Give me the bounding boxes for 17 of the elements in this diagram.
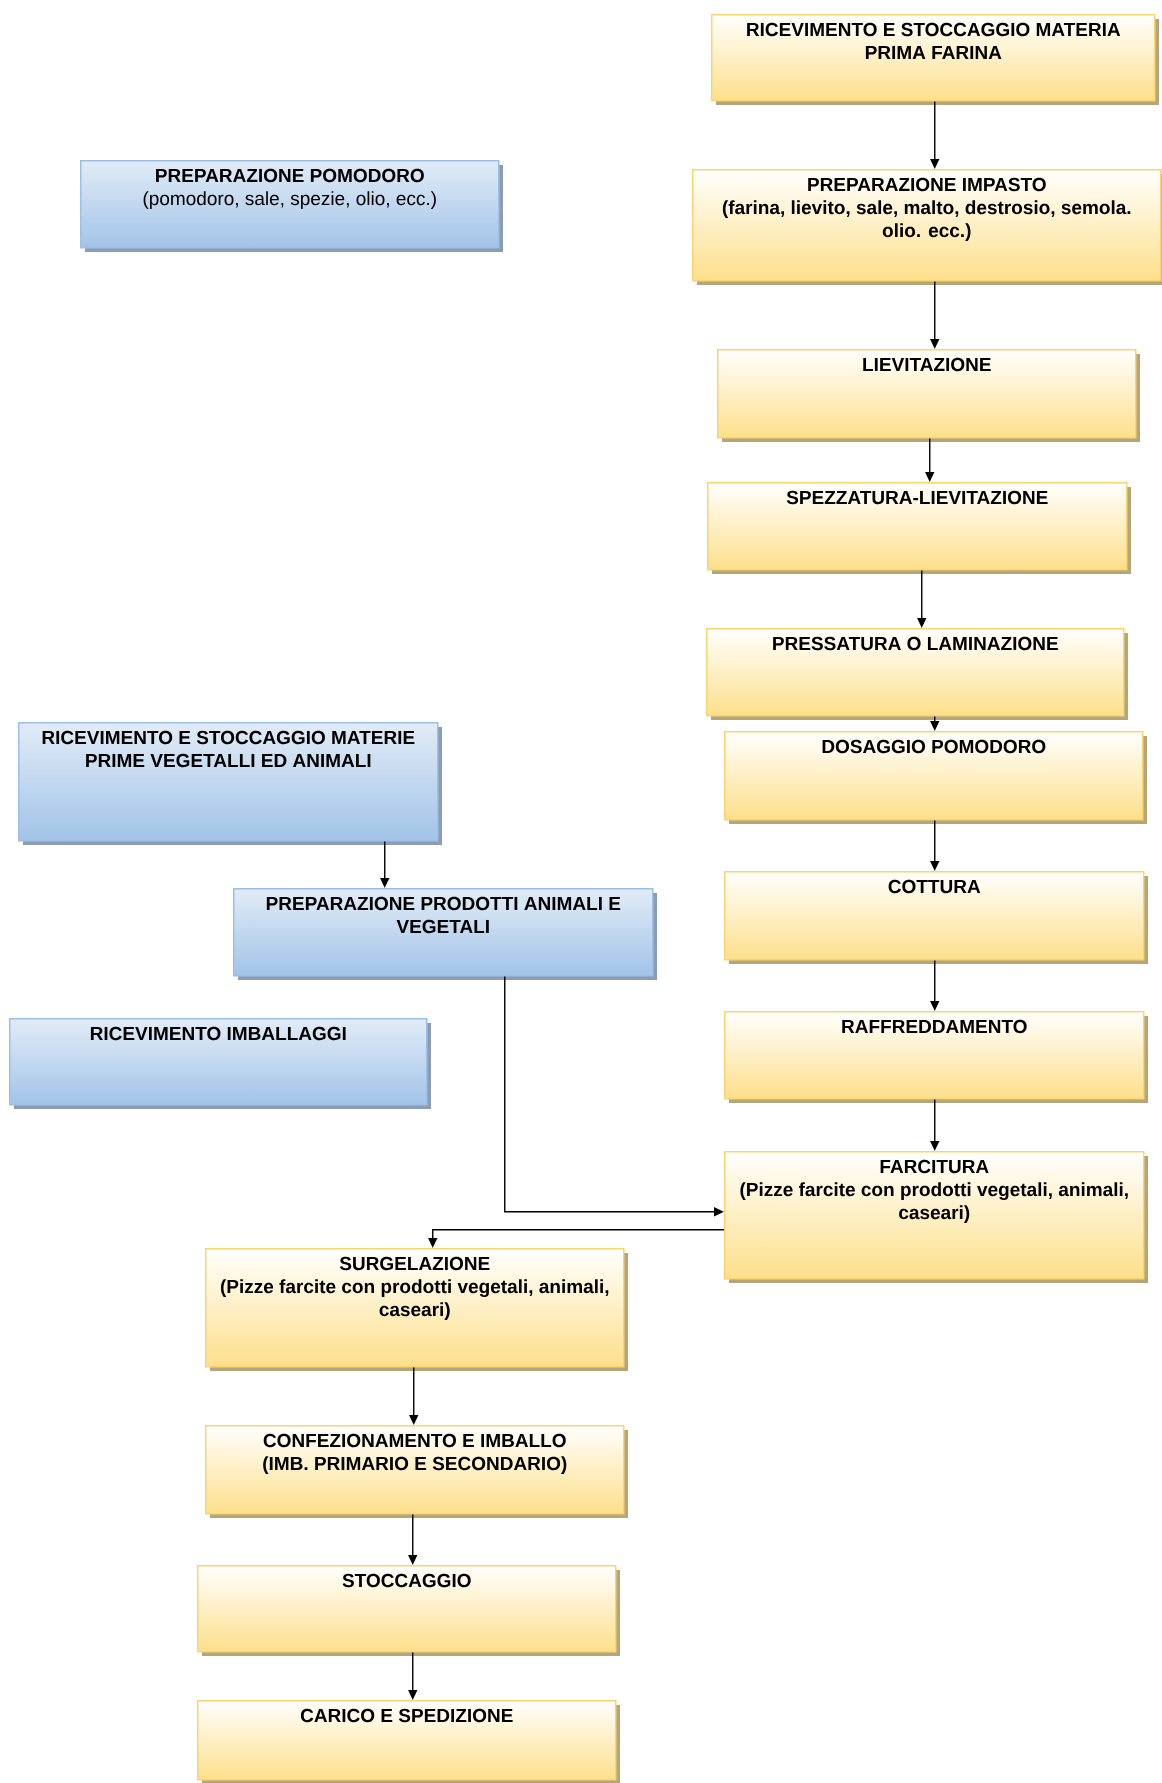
process-box: PREPARAZIONE PRODOTTI ANIMALI E VEGETALI (233, 888, 657, 980)
process-box: PREPARAZIONE IMPASTO (farina, lievito, sale, malto, destrosio, semola. olio. ecc.) (692, 169, 1162, 285)
process-box: SURGELAZIONE (Pizze farcite con prodotti vegetali, animali, caseari) (205, 1248, 628, 1371)
process-box: FARCITURA (Pizze farcite con prodotti vegetali, animali, caseari) (724, 1151, 1148, 1283)
process-box: RICEVIMENTO E STOCCAGGIO MATERIA PRIMA FARINA (711, 14, 1159, 105)
process-box: RAFFREDDAMENTO (724, 1011, 1148, 1103)
process-box: RICEVIMENTO E STOCCAGGIO MATERIE PRIME VEGETALLI ED ANIMALI (18, 722, 442, 845)
process-box: PRESSATURA O LAMINAZIONE (706, 628, 1128, 720)
process-box: LIEVITAZIONE (717, 349, 1140, 442)
process-box: CARICO E SPEDIZIONE (197, 1700, 620, 1783)
process-box: STOCCAGGIO (197, 1565, 620, 1656)
process-box: CONFEZIONAMENTO E IMBALLO (IMB. PRIMARIO E SECONDARIO) (205, 1425, 628, 1518)
process-box: DOSAGGIO POMODORO (724, 731, 1147, 824)
process-box: COTTURA (724, 871, 1148, 964)
process-box: PREPARAZIONE POMODORO (pomodoro, sale, spezie, olio, ecc.) (80, 160, 503, 252)
process-box: SPEZZATURA-LIEVITAZIONE (707, 482, 1131, 574)
process-box: RICEVIMENTO IMBALLAGGI (9, 1018, 431, 1109)
